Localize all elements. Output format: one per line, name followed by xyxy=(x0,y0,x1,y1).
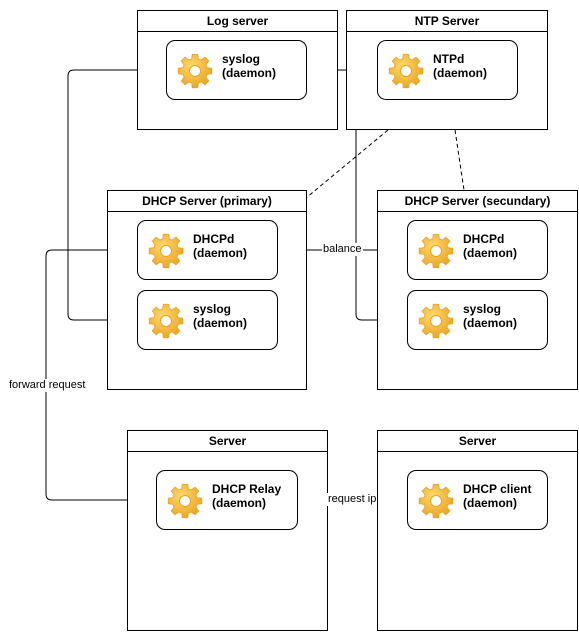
daemon-kind: (daemon) xyxy=(212,496,266,510)
relay-server-box: Server xyxy=(127,430,328,631)
daemon-kind: (daemon) xyxy=(463,316,517,330)
client-server-box: Server xyxy=(377,430,578,631)
daemon-name: DHCPd xyxy=(463,232,505,246)
dhcp-relay-daemon[interactable]: DHCP Relay (daemon) xyxy=(156,470,298,530)
daemon-kind: (daemon) xyxy=(433,66,487,80)
gear-icon xyxy=(146,231,186,271)
gear-icon xyxy=(416,481,456,521)
ntpd-daemon[interactable]: NTPd (daemon) xyxy=(377,40,518,100)
secondary-syslog-daemon[interactable]: syslog (daemon) xyxy=(407,290,548,350)
daemon-name: NTPd xyxy=(433,52,465,66)
request-ip-label: request ip xyxy=(327,493,378,506)
dhcp-client-daemon[interactable]: DHCP client (daemon) xyxy=(407,470,548,530)
daemon-kind: (daemon) xyxy=(193,316,247,330)
ntp-sync-line-secondary xyxy=(454,129,465,191)
gear-icon xyxy=(416,301,456,341)
gear-icon xyxy=(416,231,456,271)
daemon-kind: (daemon) xyxy=(193,246,247,260)
daemon-kind: (daemon) xyxy=(463,246,517,260)
daemon-name: syslog xyxy=(222,52,261,66)
primary-syslog-daemon[interactable]: syslog (daemon) xyxy=(137,290,278,350)
daemon-name: syslog xyxy=(193,302,232,316)
ntp-sync-line-primary xyxy=(305,129,389,199)
daemon-name: syslog xyxy=(463,302,502,316)
gear-icon xyxy=(165,481,205,521)
balance-label: balance xyxy=(322,243,363,256)
log-syslog-daemon[interactable]: syslog (daemon) xyxy=(166,40,307,100)
ntp-server-title: NTP Server xyxy=(347,11,547,32)
gear-icon xyxy=(386,51,426,91)
secondary-dhcpd-daemon[interactable]: DHCPd (daemon) xyxy=(407,220,548,280)
daemon-kind: (daemon) xyxy=(222,66,276,80)
dhcp-primary-server-title: DHCP Server (primary) xyxy=(108,191,306,212)
gear-icon xyxy=(146,301,186,341)
daemon-name: DHCP Relay xyxy=(212,482,282,496)
log-server-title: Log server xyxy=(138,11,337,32)
relay-server-title: Server xyxy=(128,431,327,452)
dhcp-secondary-server-title: DHCP Server (secundary) xyxy=(378,191,577,212)
primary-dhcpd-daemon[interactable]: DHCPd (daemon) xyxy=(137,220,278,280)
gear-icon xyxy=(175,51,215,91)
daemon-name: DHCP client xyxy=(463,482,532,496)
daemon-kind: (daemon) xyxy=(463,496,517,510)
client-server-title: Server xyxy=(378,431,577,452)
forward-request-label: forward request xyxy=(8,379,87,392)
daemon-name: DHCPd xyxy=(193,232,235,246)
